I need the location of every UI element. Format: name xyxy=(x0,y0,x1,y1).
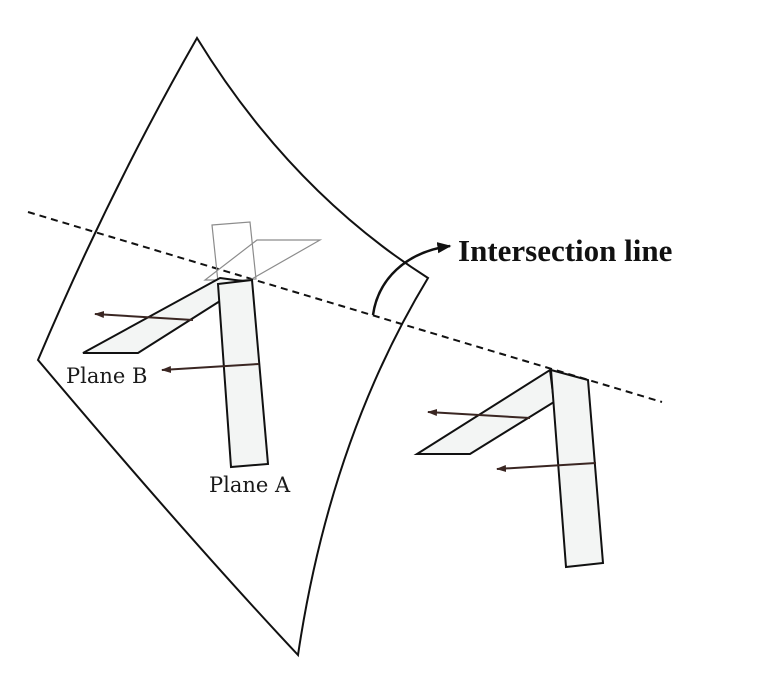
callout-arrow xyxy=(371,242,452,316)
ghost-plane-b xyxy=(203,239,323,281)
plane-a-label: Plane A xyxy=(209,473,291,497)
left-plane-pair xyxy=(82,276,270,469)
plane-a-left xyxy=(216,278,270,469)
right-plane-pair xyxy=(413,368,605,569)
intersection-label: Intersection line xyxy=(458,233,672,268)
ghost-plane-a xyxy=(211,221,257,283)
normal-arrow-plane-b-left xyxy=(94,311,194,321)
ghost-planes xyxy=(203,221,323,283)
curved-surface xyxy=(36,36,430,658)
plane-b-label: Plane B xyxy=(66,364,147,388)
normal-arrow-plane-b-right xyxy=(427,409,531,419)
plane-a-right xyxy=(549,368,605,569)
intersection-line xyxy=(27,211,663,403)
normal-arrow-plane-a-left xyxy=(161,363,260,373)
normal-arrow-plane-a-right xyxy=(496,462,597,472)
